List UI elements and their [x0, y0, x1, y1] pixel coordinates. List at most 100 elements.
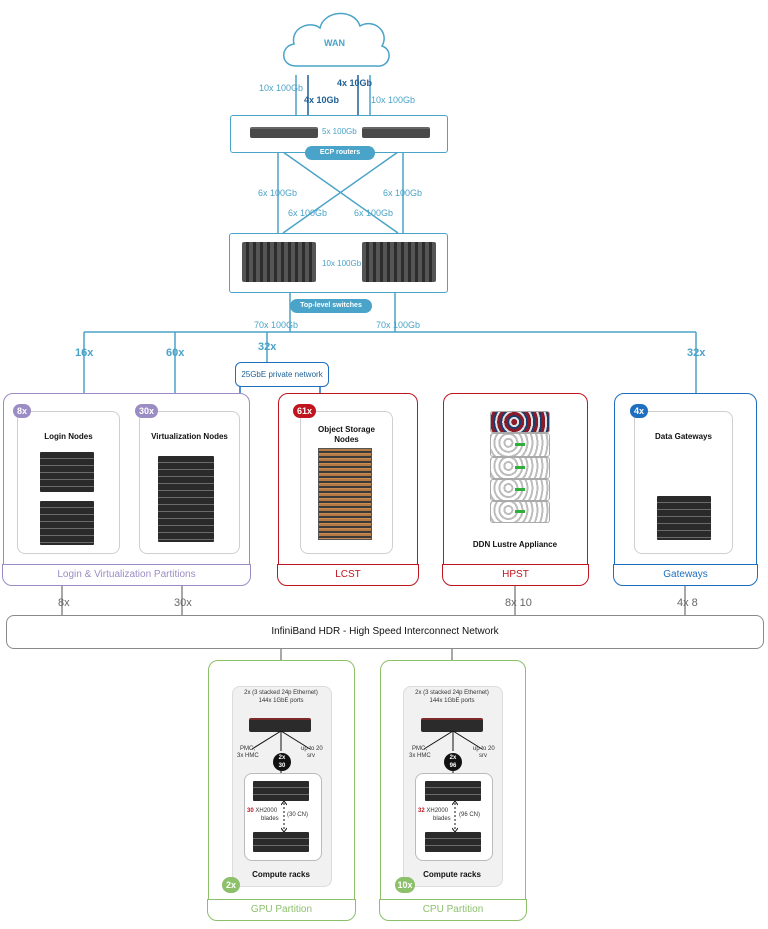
gpu-blades-num: 30 [247, 808, 254, 814]
hpst-card-title: DDN Lustre Appliance [472, 540, 558, 549]
login-server-stack-bottom [40, 501, 94, 545]
ecp-link-label: 5x 100Gb [322, 127, 357, 136]
wan-label: WAN [324, 38, 345, 48]
top-switches-label: Top-level switches [290, 299, 372, 313]
cpu-blades-num: 32 [418, 808, 425, 814]
cpu-rack-label: Compute racks [423, 870, 481, 879]
virt-title: Virtualization Nodes [151, 432, 228, 441]
wan-cloud-icon [283, 12, 390, 67]
object-storage-rack [318, 448, 372, 540]
gateways-card-title: Data Gateways [655, 432, 712, 441]
cpu-switch-text-2: 144x 1GbE ports [429, 698, 475, 704]
cpu-circle-top: 2x [449, 755, 457, 761]
cross-link-b: 6x 100Gb [383, 188, 423, 198]
distribution-right: 70x 100Gb [376, 320, 421, 330]
gpu-circle-top: 2x [278, 755, 286, 761]
cpu-link-circle: 2x 96 [444, 753, 462, 771]
ddn-led-2 [515, 466, 525, 469]
cpu-blade-rack-top [425, 781, 481, 801]
wan-link-right-outer: 10x 100Gb [371, 95, 416, 105]
gpu-pmc: PMC, [240, 746, 255, 752]
ddn-front-panel-top [490, 411, 550, 433]
cpu-blades-word: blades [433, 816, 451, 822]
lcst-card-title: Object Storage Nodes [318, 425, 375, 444]
gateways-badge: 4x [630, 404, 649, 418]
top-switch-left [242, 242, 316, 282]
hpst-title: HPST [442, 564, 589, 586]
lcst-title: LCST [277, 564, 419, 586]
branch-count-gateways: 32x [687, 347, 706, 359]
top-switch-link: 10x 100Gb [322, 259, 362, 268]
ecp-router-right [362, 127, 430, 138]
cpu-cn: (96 CN) [459, 812, 481, 818]
cpu-srv: srv [479, 753, 487, 759]
virt-server-stack [158, 456, 214, 542]
cpu-ethernet-switch [421, 718, 483, 732]
cross-link-d: 6x 100Gb [354, 208, 394, 218]
cpu-circle-bottom: 96 [449, 763, 457, 769]
gateway-server-stack [657, 496, 711, 540]
cpu-switch-text-1: 2x (3 stacked 24p Ethernet) [415, 690, 489, 696]
gpu-hmc: 3x HMC [237, 753, 259, 759]
gpu-srv: srv [307, 753, 315, 759]
ib-count-login: 8x [58, 597, 70, 609]
wan-link-left-inner: 4x 10Gb [304, 95, 340, 105]
gpu-blade-rack-bottom [253, 832, 309, 852]
cpu-hmc: 3x HMC [409, 753, 431, 759]
gpu-link-circle: 2x 30 [273, 753, 291, 771]
gpu-blade-rack-top [253, 781, 309, 801]
cpu-blade-arrow [452, 801, 458, 832]
ecp-router-left [250, 127, 318, 138]
ib-count-gateways: 4x 8 [677, 597, 698, 609]
cross-link-c: 6x 100Gb [288, 208, 328, 218]
private-network-box: 25GbE private network [235, 362, 329, 387]
gpu-switch-text-2: 144x 1GbE ports [258, 698, 304, 704]
gpu-count-badge: 2x [222, 877, 240, 893]
gpu-circle-bottom: 30 [278, 763, 286, 769]
ib-count-virt: 30x [174, 597, 192, 609]
ddn-unit-4 [490, 501, 550, 523]
cross-link-a: 6x 100Gb [258, 188, 298, 198]
cpu-pmc: PMC, [412, 746, 427, 752]
gpu-blades-model: XH2000 [255, 808, 278, 814]
gpu-blades-word: blades [261, 816, 279, 822]
ddn-led-1 [515, 443, 525, 446]
gpu-switch-text-1: 2x (3 stacked 24p Ethernet) [244, 690, 318, 696]
cpu-blades-model: XH2000 [426, 808, 449, 814]
cpu-count-badge: 10x [395, 877, 415, 893]
login-badge: 8x [13, 404, 32, 418]
branch-count-private: 32x [258, 341, 277, 353]
ddn-led-3 [515, 488, 525, 491]
virtualization-nodes-card: 30x Virtualization Nodes [135, 404, 240, 554]
cpu-partition-title: CPU Partition [379, 899, 527, 921]
gpu-up-to: up to 20 [301, 746, 323, 752]
cpu-blade-rack-bottom [425, 832, 481, 852]
object-storage-card: 61x Object Storage Nodes [293, 404, 393, 554]
login-server-stack-top [40, 452, 94, 492]
gpu-rack-label: Compute racks [252, 870, 310, 879]
data-gateways-card: 4x Data Gateways [630, 404, 733, 554]
ecp-routers-label: ECP routers [305, 146, 375, 160]
branch-count-virt: 60x [166, 347, 185, 359]
virt-badge: 30x [135, 404, 159, 418]
wan-link-left-outer: 10x 100Gb [259, 83, 304, 93]
gateways-title: Gateways [613, 564, 758, 586]
gpu-blades-line: 30 XH2000 [247, 808, 277, 814]
gpu-cn: (30 CN) [287, 812, 309, 818]
login-title: Login Nodes [44, 432, 93, 441]
infiniband-network-bar: InfiniBand HDR - High Speed Interconnect… [6, 615, 764, 649]
wan-link-right-inner: 4x 10Gb [337, 78, 373, 88]
ddn-led-4 [515, 510, 525, 513]
gpu-blade-arrow [281, 801, 287, 832]
branch-count-login: 16x [75, 347, 94, 359]
distribution-left: 70x 100Gb [254, 320, 299, 330]
cpu-blades-line: 32 XH2000 [418, 808, 448, 814]
cpu-up-to: up to 20 [473, 746, 495, 752]
login-nodes-card: 8x Login Nodes [13, 404, 120, 554]
ib-count-hpst: 8x 10 [505, 597, 532, 609]
gpu-ethernet-switch [249, 718, 311, 732]
login-virt-title: Login & Virtualization Partitions [2, 564, 251, 586]
top-switch-right [362, 242, 436, 282]
gpu-partition-title: GPU Partition [207, 899, 356, 921]
